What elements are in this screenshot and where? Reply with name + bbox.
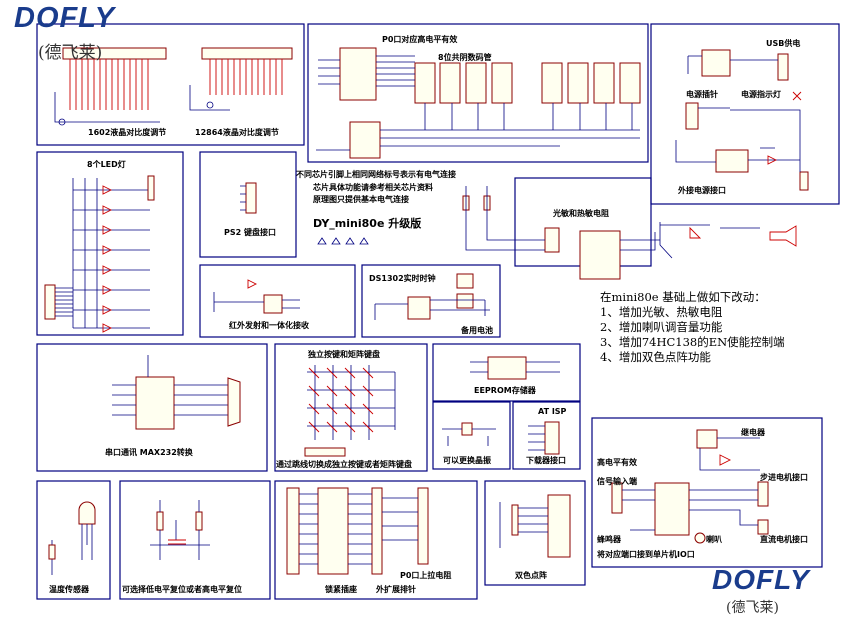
center-notes: 不同芯片引脚上相同网络标号表示有电气连接 芯片具体功能请参考相关芯片资料 原理图… — [296, 169, 456, 245]
isp-title-label: AT ISP — [538, 407, 567, 416]
mcu-socket-module: 锁紧插座 P0口上拉电阻 外扩展排针 — [286, 487, 451, 594]
ir-label: 红外发射和一体化接收 — [229, 320, 309, 330]
change-item-4: 4、增加双色点阵功能 — [600, 350, 711, 364]
relay-label: 继电器 — [741, 427, 766, 437]
expansion-label: 外扩展排针 — [376, 584, 416, 594]
changes-heading: 在mini80e 基础上做如下改动： — [600, 290, 766, 304]
driver-module: 继电器 高电平有效 信号输入端 步进电机接口 蜂鸣器 喇叭 直流电机接口 将对应… — [597, 427, 808, 559]
change-item-2: 2、增加喇叭调音量功能 — [600, 320, 723, 334]
speaker-label: 喇叭 — [706, 534, 722, 544]
light-temp-module: 光敏和热敏电阻 — [462, 186, 797, 280]
logo-top: DOFLY — [14, 2, 116, 34]
seg8-label: 8位共阴数码管 — [438, 52, 492, 62]
board-title: DY_mini80e 升级版 — [313, 216, 421, 230]
power-led-label: 电源指示灯 — [741, 89, 781, 99]
uart-label: 串口通讯 MAX232转换 — [105, 447, 194, 457]
logo-top-sub: (德飞莱) — [38, 43, 103, 63]
usb-power-label: USB供电 — [766, 38, 800, 48]
power-module: USB供电 电源插针 电源指示灯 外接电源接口 — [675, 38, 809, 195]
ir-module: 红外发射和一体化接收 — [213, 279, 309, 330]
mcu-io-label: 将对应端口接到单片机IO口 — [597, 549, 695, 559]
crystal-isp-module: 可以更换晶振 AT ISP 下载器接口 — [442, 407, 567, 465]
ps2-label: PS2 键盘接口 — [224, 227, 276, 237]
lcd-connectors: 1602液晶对比度调节 12864液晶对比度调节 — [54, 47, 293, 137]
backup-battery-label: 备用电池 — [460, 325, 493, 335]
reset-module: 可选择低电平复位或者高电平复位 — [122, 500, 242, 594]
keys-label: 独立按键和矩阵键盘 — [307, 349, 380, 359]
ps2-module: PS2 键盘接口 — [224, 182, 276, 237]
temp-sensor-label: 温度传感器 — [49, 584, 90, 594]
high-level-label: 高电平有效 — [597, 457, 637, 467]
mcu-socket-label: 锁紧插座 — [325, 584, 357, 594]
module-borders — [36, 23, 840, 600]
ds1302-label: DS1302实时时钟 — [369, 273, 436, 283]
crystal-label: 可以更换晶振 — [443, 455, 491, 465]
uart-module: 串口通讯 MAX232转换 — [105, 355, 241, 457]
chip-note-1: 不同芯片引脚上相同网络标号表示有电气连接 — [296, 169, 456, 179]
logo-bottom-sub: (德飞莱) — [726, 600, 779, 616]
chip-note-3: 原理图只提供基本电气连接 — [313, 194, 409, 204]
logo-bottom: DOFLY — [712, 564, 810, 595]
p0-note-label: P0口对应高电平有效 — [382, 34, 457, 44]
reset-label: 可选择低电平复位或者高电平复位 — [122, 584, 242, 594]
change-item-1: 1、增加光敏、热敏电阻 — [600, 305, 723, 319]
bicolor-label: 双色点阵 — [515, 570, 547, 580]
isp-label: 下载器接口 — [526, 455, 566, 465]
keys-module: 独立按键和矩阵键盘 通过跳线切换成独立按键或者矩阵键盘 — [276, 349, 412, 469]
dc-motor-label: 直流电机接口 — [760, 534, 808, 544]
buzzer-label: 蜂鸣器 — [597, 534, 622, 544]
power-switch-label: 电源插针 — [686, 89, 718, 99]
bicolor-module: 双色点阵 — [499, 494, 571, 580]
lcd1602-label: 1602液晶对比度调节 — [88, 127, 166, 137]
led-module: 8个LED灯 — [44, 159, 155, 333]
ds1302-module: DS1302实时时钟 备用电池 — [369, 273, 493, 335]
ext-power-label: 外接电源接口 — [678, 185, 726, 195]
eeprom-module: EEPROM存储器 — [470, 356, 560, 395]
seven-segment-module: P0口对应高电平有效 8位共阴数码管 — [316, 34, 641, 159]
led8-label: 8个LED灯 — [87, 159, 126, 169]
eeprom-label: EEPROM存储器 — [474, 385, 537, 395]
chip-note-2: 芯片具体功能请参考相关芯片资料 — [313, 182, 433, 192]
signal-in-label: 信号输入端 — [597, 476, 637, 486]
p0-pullup-label: P0口上拉电阻 — [400, 570, 451, 580]
temp-sensor-module: 温度传感器 — [48, 501, 96, 594]
change-item-3: 3、增加74HC138的EN使能控制端 — [600, 335, 785, 349]
lcd12864-label: 12864液晶对比度调节 — [195, 127, 279, 137]
changes-note: 在mini80e 基础上做如下改动： 1、增加光敏、热敏电阻 2、增加喇叭调音量… — [600, 290, 785, 365]
key-switch-label: 通过跳线切换成独立按键或者矩阵键盘 — [276, 459, 412, 469]
stepper-label: 步进电机接口 — [760, 472, 808, 482]
light-temp-label: 光敏和热敏电阻 — [552, 208, 609, 218]
